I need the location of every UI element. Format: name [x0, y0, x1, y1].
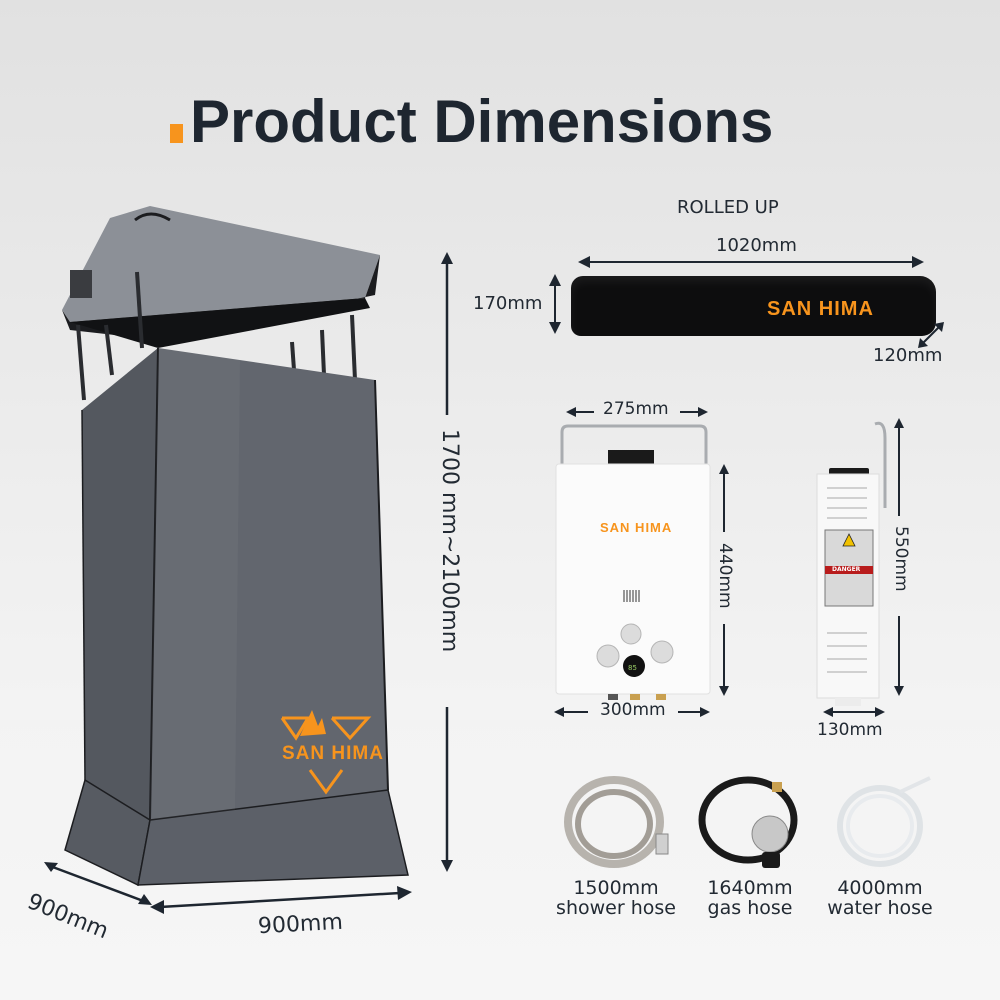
rolled-up-depth-dimension: [918, 322, 944, 352]
title-accent-mark: [170, 124, 183, 143]
accessory-name: gas hose: [707, 897, 793, 919]
shower-hose-image: [562, 772, 682, 876]
rolled-up-length-dimension: [578, 254, 924, 273]
heater-top-width-label: 275mm: [603, 399, 669, 419]
tent-width-label: 900mm: [257, 909, 344, 940]
accessory-name: shower hose: [556, 897, 676, 919]
title-text: Product Dimensions: [190, 88, 774, 155]
page-title: Product Dimensions: [170, 82, 773, 152]
heater-side-depth-dimension: [823, 703, 885, 722]
accessory-gas-hose: 1640mm gas hose: [690, 878, 810, 918]
rolled-up-bag-image: [571, 276, 936, 336]
heater-side-depth-label: 130mm: [817, 720, 883, 740]
rolled-up-length-label: 1020mm: [716, 235, 797, 256]
heater-bottom-width-label: 300mm: [600, 700, 666, 720]
accessory-water-hose: 4000mm water hose: [818, 878, 942, 918]
heater-side-height-dimension: [893, 418, 905, 700]
accessory-name: water hose: [827, 897, 933, 919]
side-warning-label: DANGER: [832, 566, 861, 573]
tent-depth-dimension: [40, 860, 160, 924]
heater-bottom-width-dimension: [554, 703, 710, 722]
tent-height-dimension: [440, 252, 454, 872]
tent-logo-text: SAN HIMA: [282, 743, 384, 764]
rolled-up-bag-logo: SAN HIMA: [767, 298, 874, 320]
accessory-shower-hose: 1500mm shower hose: [548, 878, 684, 918]
accessory-length: 1640mm: [707, 877, 793, 899]
heater-height-label: 440mm: [715, 543, 735, 609]
rolled-up-height-dimension: [548, 274, 562, 338]
gas-hose-image: [694, 772, 814, 876]
water-heater-front-image: 85: [552, 420, 714, 714]
heater-side-height-label: 550mm: [891, 526, 911, 592]
accessory-length: 4000mm: [837, 877, 923, 899]
mountain-logo-icon: [280, 710, 372, 795]
rolled-up-depth-label: 120mm: [873, 345, 943, 366]
rolled-up-heading: ROLLED UP: [677, 197, 779, 218]
heater-top-width-dimension: [566, 403, 708, 422]
accessory-length: 1500mm: [573, 877, 659, 899]
svg-text:85: 85: [628, 664, 637, 672]
heater-height-dimension: [718, 464, 730, 700]
heater-front-logo: SAN HIMA: [600, 520, 673, 535]
rolled-up-height-label: 170mm: [473, 293, 543, 314]
tent-width-dimension: [150, 885, 412, 919]
shower-tent-image: [40, 200, 440, 920]
water-hose-image: [830, 772, 950, 876]
tent-logo: [278, 708, 378, 798]
water-heater-side-image: [805, 418, 895, 714]
